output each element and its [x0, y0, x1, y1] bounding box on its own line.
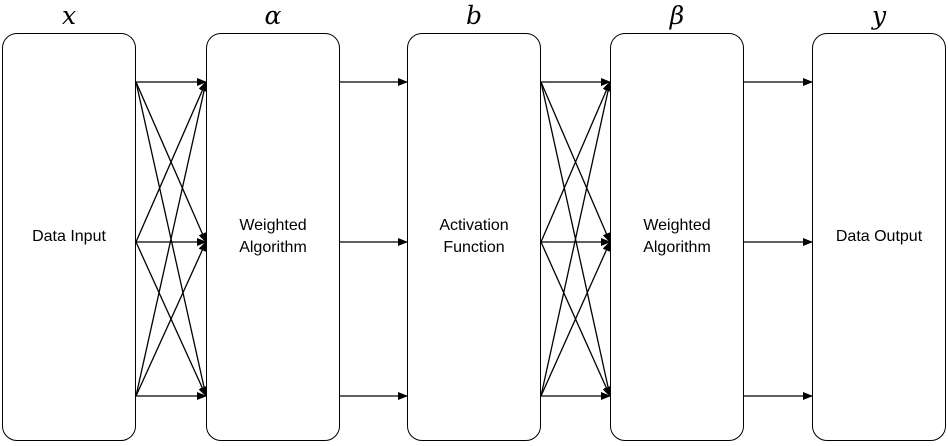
layer-symbol-x: x: [61, 1, 77, 30]
block-data-output: Data Output: [812, 33, 946, 441]
layer-symbol-y: y: [871, 1, 887, 30]
block-label: Weighted Algorithm: [239, 215, 307, 259]
block-label: Data Output: [836, 226, 922, 248]
block-label-line: Data Output: [835, 228, 923, 245]
block-label-line: Algorithm: [239, 239, 307, 256]
block-label-line: Weighted: [643, 217, 711, 234]
block-label-line: Weighted: [239, 217, 307, 234]
block-activation-function: Activation Function: [407, 33, 541, 441]
block-data-input: Data Input: [2, 33, 136, 441]
block-label: Data Input: [32, 226, 106, 248]
connection-arrow: [540, 241, 611, 397]
layer-symbol-alpha: α: [264, 1, 282, 30]
block-label: Weighted Algorithm: [643, 215, 711, 259]
block-label-line: Function: [443, 239, 505, 256]
block-weighted-algorithm-beta: Weighted Algorithm: [610, 33, 744, 441]
layer-symbol-b: b: [465, 1, 482, 30]
connection-arrow: [135, 81, 208, 397]
block-weighted-algorithm-alpha: Weighted Algorithm: [206, 33, 340, 441]
block-label-line: Algorithm: [643, 239, 711, 256]
block-label-line: Data Input: [32, 228, 106, 245]
block-label-line: Activation: [439, 217, 509, 234]
block-label: Activation Function: [439, 215, 508, 259]
connection-arrow: [135, 81, 207, 243]
connection-arrow: [135, 241, 207, 397]
connection-arrow: [540, 81, 611, 243]
layer-symbol-beta: β: [669, 1, 685, 30]
connection-arrow: [540, 81, 612, 397]
